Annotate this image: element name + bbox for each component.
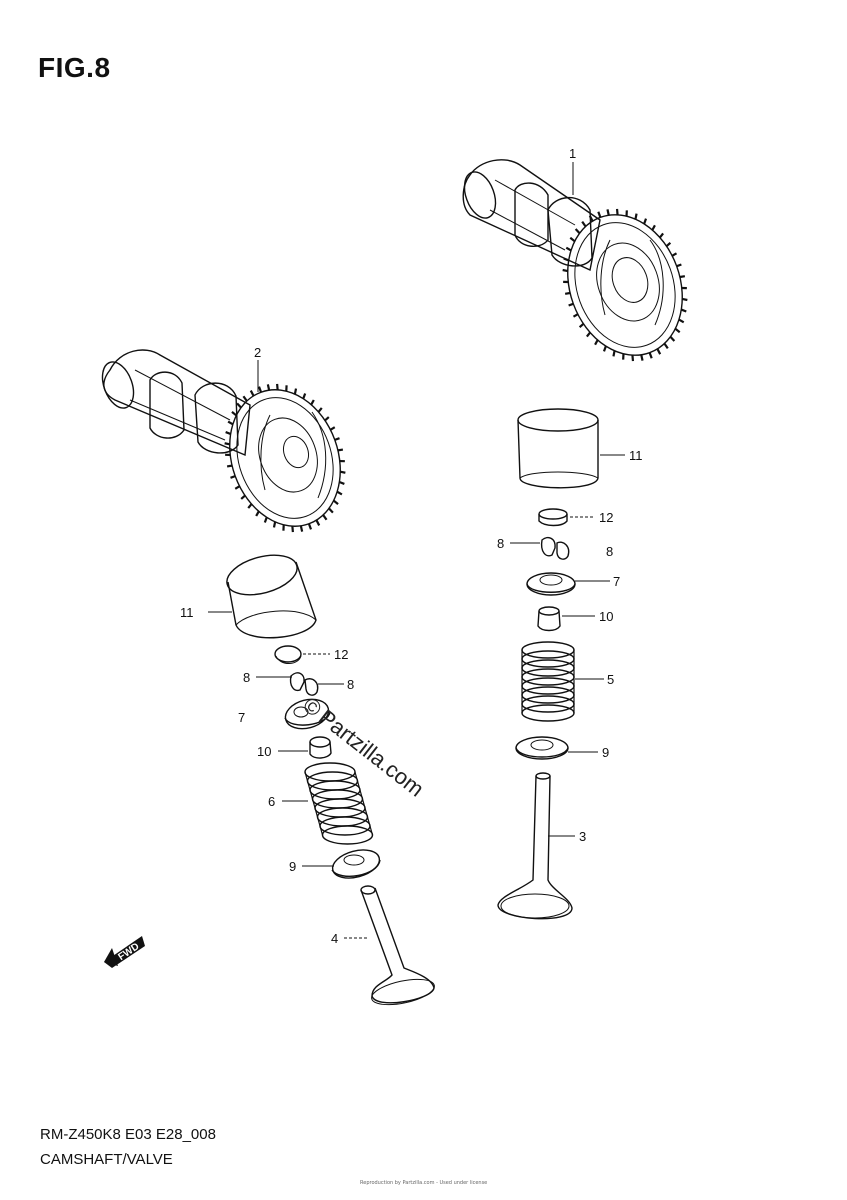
callout-10-right: 10: [599, 609, 613, 624]
callout-7-right: 7: [613, 574, 620, 589]
callout-8-left-b: 8: [347, 677, 354, 692]
callout-8-right-a: 8: [497, 536, 504, 551]
callout-12-right: 12: [599, 510, 613, 525]
leader-lines: [208, 162, 625, 939]
callout-2: 2: [254, 345, 261, 360]
callout-1: 1: [569, 146, 576, 161]
callout-3: 3: [579, 829, 586, 844]
camshaft-intake-icon: [101, 349, 346, 533]
stem-seal-icon: [309, 736, 332, 759]
callout-11-right: 11: [629, 448, 643, 463]
callout-8-right-b: 8: [606, 544, 613, 559]
figure-title: FIG.8: [38, 52, 111, 83]
shim-icon: [538, 508, 568, 527]
spring-retainer-icon: [284, 698, 331, 730]
callout-12-left: 12: [334, 647, 348, 662]
footer-model-code: RM-Z450K8 E03 E28_008: [40, 1126, 216, 1143]
callout-5: 5: [607, 672, 614, 687]
spring-retainer-icon: [526, 572, 576, 596]
valve-icon: [360, 885, 435, 1006]
valve-icon: [497, 772, 573, 920]
tappet-icon: [226, 554, 317, 639]
forward-arrow-icon: FWD: [104, 936, 145, 968]
cotter-icon: [289, 672, 319, 696]
footer-copyright: Reproduction by Partzilla.com - Used und…: [360, 1180, 488, 1186]
stem-seal-icon: [537, 606, 561, 632]
callout-8-left-a: 8: [243, 670, 250, 685]
callout-9-left: 9: [289, 859, 296, 874]
callout-10-left: 10: [257, 744, 271, 759]
valve-spring-icon: [521, 641, 575, 722]
valve-spring-icon: [304, 762, 374, 845]
camshaft-exhaust-icon: [462, 159, 688, 362]
cotter-icon: [540, 536, 570, 560]
callout-numbers: 1 2 11 12 8 8 7 10 5 9 3 11 12 8 8 7 10 …: [180, 146, 643, 946]
tappet-icon: [517, 408, 599, 489]
callout-11-left: 11: [180, 605, 194, 620]
callout-6: 6: [268, 794, 275, 809]
footer-section-name: CAMSHAFT/VALVE: [40, 1151, 173, 1168]
callout-7-left: 7: [238, 710, 245, 725]
shim-icon: [274, 645, 302, 664]
spring-seat-icon: [331, 849, 381, 879]
callout-9-right: 9: [602, 745, 609, 760]
callout-4: 4: [331, 931, 338, 946]
spring-seat-icon: [515, 736, 569, 760]
